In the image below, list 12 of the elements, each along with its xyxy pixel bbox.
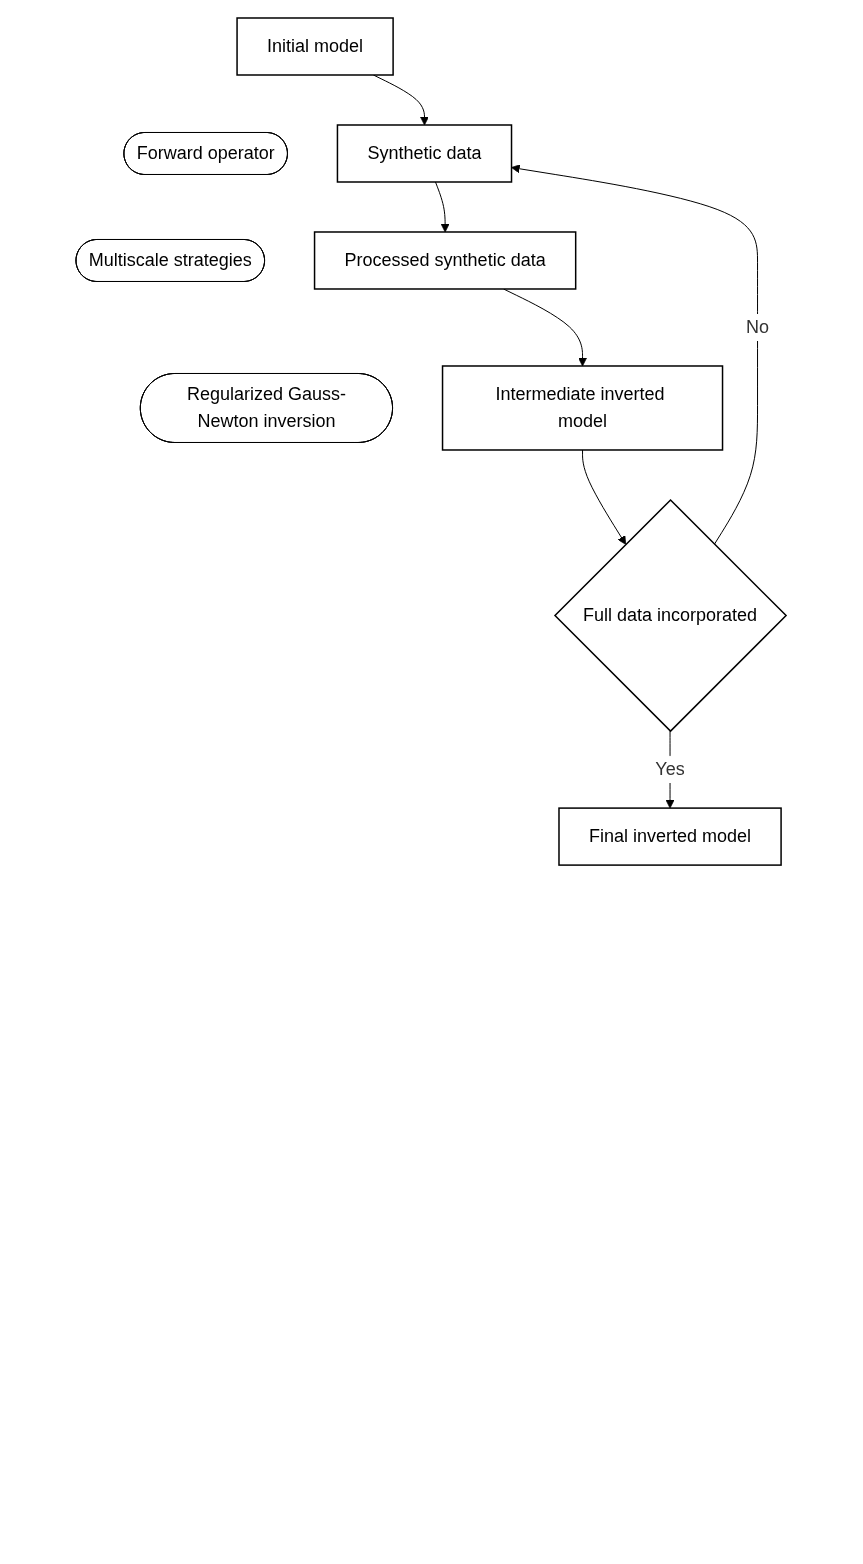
arrow bbox=[435, 181, 450, 233]
node-box: Initial model bbox=[236, 17, 395, 76]
node-box: Synthetic data bbox=[337, 124, 513, 183]
node-diamond: Full data incorporated bbox=[554, 498, 788, 733]
edge-label: Yes bbox=[655, 759, 686, 780]
arrow bbox=[511, 164, 759, 545]
node-box: Processed synthetic data bbox=[314, 231, 577, 290]
arrow bbox=[503, 288, 588, 367]
node-box: Final inverted model bbox=[558, 807, 783, 866]
node-box: Intermediate inverted model bbox=[442, 365, 724, 451]
arrow bbox=[582, 449, 627, 545]
edge-label: No bbox=[746, 316, 770, 337]
